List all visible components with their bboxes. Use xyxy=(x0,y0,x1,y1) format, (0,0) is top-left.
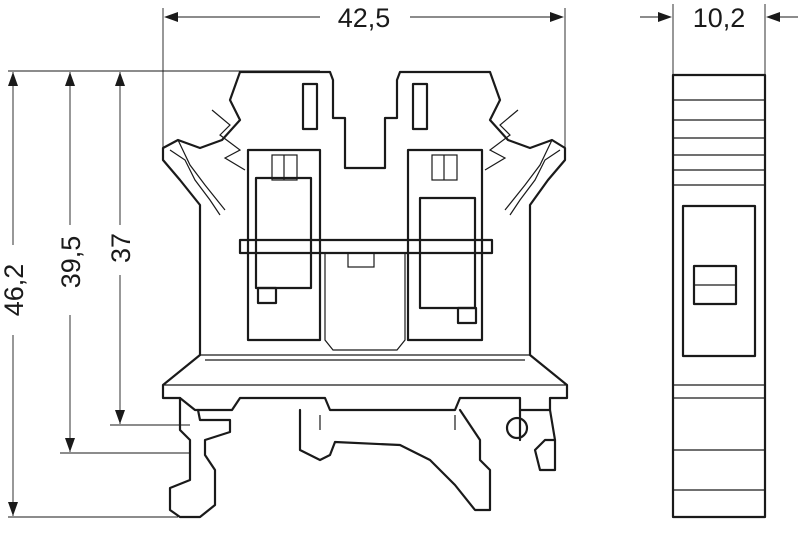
base-band xyxy=(163,354,567,386)
arrow-right-icon xyxy=(658,12,672,22)
front-view xyxy=(161,70,569,519)
right-foot xyxy=(518,408,557,442)
left-spring xyxy=(169,109,246,216)
left-window xyxy=(301,82,319,131)
height-inner-label: 37 xyxy=(106,233,136,263)
side-window xyxy=(681,204,757,358)
height-mid-label: 39,5 xyxy=(56,236,86,289)
arrow-down-icon xyxy=(8,502,18,516)
release-hole xyxy=(505,416,529,440)
width-dimension: 42,5 xyxy=(162,3,566,148)
depth-dimension: 10,2 xyxy=(640,3,798,75)
side-view xyxy=(671,73,767,519)
right-window xyxy=(411,82,429,131)
right-clamp-housing xyxy=(406,148,484,342)
arrow-right-icon xyxy=(550,12,564,22)
release-slot xyxy=(533,438,557,472)
din-rail-foot xyxy=(168,396,232,519)
depth-label: 10,2 xyxy=(693,3,746,33)
center-channel xyxy=(324,253,406,351)
height-total-label: 46,2 xyxy=(0,264,29,317)
arrow-up-icon xyxy=(115,72,125,86)
left-clamp-screw xyxy=(254,176,313,290)
arrow-up-icon xyxy=(8,72,18,86)
arrow-up-icon xyxy=(65,72,75,86)
din-rail-clip xyxy=(298,408,492,512)
arrow-left-icon xyxy=(766,12,780,22)
right-spring xyxy=(484,109,561,216)
arrow-down-icon xyxy=(115,410,125,424)
height-dimensions: 46,2 39,5 37 xyxy=(0,70,320,518)
right-clamp-latch xyxy=(456,306,478,325)
width-label: 42,5 xyxy=(338,3,391,33)
left-clamp-latch xyxy=(256,286,278,305)
left-clamp-housing xyxy=(246,148,322,342)
arrow-down-icon xyxy=(65,438,75,452)
connector-center xyxy=(347,252,375,268)
arrow-left-icon xyxy=(164,12,178,22)
din-rail-inner xyxy=(319,415,456,430)
connector-bar xyxy=(238,238,494,255)
side-outline xyxy=(671,73,767,519)
